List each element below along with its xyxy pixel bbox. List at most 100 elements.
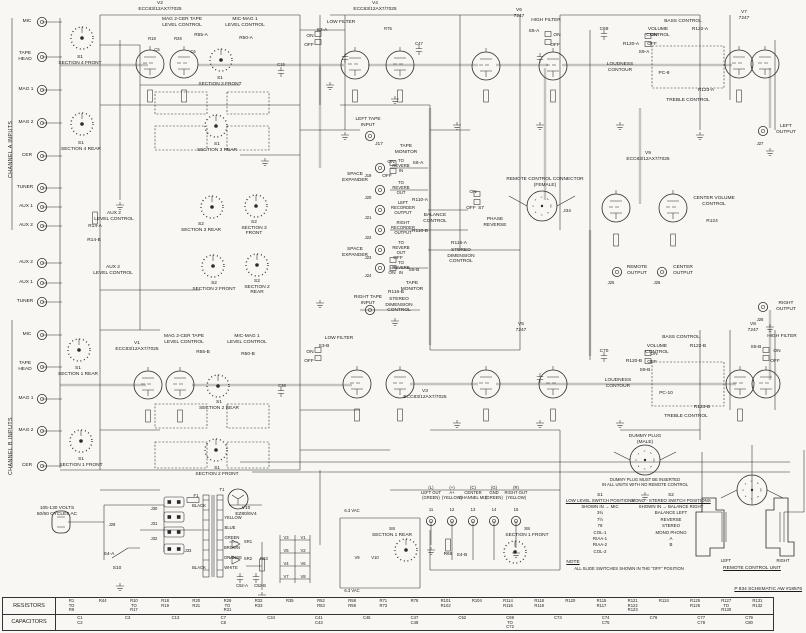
s2-table-subtitle: MONO - STEREO SWITCH POSITIONS [631, 498, 711, 503]
switch-position-row: RIAA-2 [592, 542, 608, 548]
jack-label-tapehead-b: TAPE HEAD [18, 361, 32, 372]
component-value-cell: R35 [285, 598, 294, 603]
ref-c36: C36 [278, 383, 286, 388]
ref-j26: J26 [653, 280, 661, 285]
component-value-cell: R120 [565, 598, 576, 603]
channel-b-inputs-label: CHANNEL B INPUTS [8, 417, 14, 475]
component-value-cell: C13 [171, 615, 180, 620]
rectifier-tube-v10 [227, 488, 249, 510]
component-value-cell: R131 R132 [752, 598, 763, 608]
tube-v9-label: V9 ECC83/12AX7/7025 [626, 151, 670, 162]
treble-control-a-label: TREBLE CONTROL [666, 98, 710, 103]
space-expander-2-label: SPACE EXPANDER [341, 247, 369, 258]
component-value-cell: C77 C78 [697, 615, 706, 625]
switch-s1-sec1-rear-label: S1 SECTION 1 REAR [58, 366, 98, 377]
switch-position-row: STEREO [661, 523, 681, 529]
component-value-cell: R10 TO R17 [130, 598, 138, 613]
dummy-plug-note: DUMMY PLUG MUST BE INSERTED IN ALL UNITS… [601, 477, 689, 487]
switch-s2-sec3-front-label: S2 SECTION 3 FRONT [241, 220, 267, 237]
tm-b-off: OFF [393, 256, 403, 261]
note-text: ALL SLIDE SWITCHES SHOWN IN THE "OFF" PO… [574, 566, 684, 571]
switch-position-row: BALANCE LEFT [654, 510, 688, 516]
resistors-row-header: RESISTORS [3, 598, 56, 614]
heater-v3: V3 [283, 535, 289, 540]
right-output-label: RIGHT OUTPUT [776, 301, 796, 312]
loudness-contour-a-label: LOUDNESS CONTOUR [606, 62, 634, 73]
component-value-cell: R52 R53 [317, 598, 325, 608]
ref-r116a: R116-A [451, 241, 467, 246]
ref-r50b: R50-B [241, 352, 255, 357]
signal-path-highlight [60, 63, 772, 387]
component-value-cell: C52 [458, 615, 467, 620]
ref-r110a: R110-A [412, 198, 428, 203]
terminal-11: 11 [428, 507, 434, 512]
switch-position-row: 78 [597, 523, 603, 529]
ref-s6b: S6-B [408, 268, 420, 273]
ref-pc10: PC-10 [659, 391, 673, 396]
component-value-cell: C1 C2 [77, 615, 83, 625]
ref-t1: T1 [219, 487, 225, 492]
jack-label-mag2-b: MAG 2 [18, 428, 34, 433]
stereo-dimension-b-label: STEREO DIMENSION CONTROL [385, 297, 413, 314]
ref-j28: J28 [756, 317, 764, 322]
low-filter-b-label: LOW FILTER [324, 336, 354, 341]
ref-r124: R124 [706, 219, 718, 224]
lf-b-on: ON [306, 350, 314, 355]
component-value-cell: R114 R116 [503, 598, 513, 608]
jack-label-aux1-a: AUX 1 [19, 204, 33, 209]
component-value-cell: C76 [649, 615, 658, 620]
switch-s2-sec2-rear-label: S2 SECTION 2 REAR [244, 279, 270, 296]
tube-v5-label: V5 7247 [515, 322, 527, 333]
wire-yellow: YELLOW [224, 515, 242, 520]
ref-r55b: R55-B [196, 350, 210, 355]
schematic-title: P 834 SCHEMATIC AW #18576 [734, 587, 802, 592]
power-line-label: 105-130 VOLTS 50/60 CYCLES AC [36, 506, 78, 517]
right-tape-input-label: RIGHT TAPE INPUT [353, 295, 383, 306]
mag2-cer-level-a-label: MAG 2-CER TAPE LEVEL CONTROL [161, 17, 203, 28]
center-volume-label: CENTER VOLUME CONTROL [693, 196, 735, 207]
ref-r123b: R123-B [693, 405, 711, 410]
tm-b-on: ON [388, 271, 396, 276]
ref-r18: R18 [148, 36, 156, 41]
capacitors-row-header: CAPACITORS [3, 615, 56, 630]
treble-control-b-label: TREBLE CONTROL [664, 414, 708, 419]
ref-s6a: S6-A [412, 161, 424, 166]
jack-right-recorder-output: RIGHT RECORDER OUTPUT [391, 220, 415, 235]
wire-white: WHITE [224, 565, 238, 570]
component-value-cell: R125 R126 [690, 598, 701, 608]
component-value-cell: R1 TO R9 [68, 598, 75, 613]
remote-control-unit [695, 445, 805, 557]
loudness-contour-b-label: LOUDNESS CONTOUR [604, 378, 632, 389]
space-expander-1-label: SPACE EXPANDER [341, 172, 369, 183]
heater-v4: V4 [283, 561, 289, 566]
component-value-cell: R58 R59 [348, 598, 356, 608]
lc-b-on: ON [650, 352, 658, 357]
pr-on: ON [469, 190, 477, 195]
switch-position-row: MONO PHONO [655, 529, 687, 535]
ref-r66: R66 [443, 552, 453, 557]
ref-sr2: SR2 [243, 556, 253, 561]
ref-s9b: S9-B [639, 368, 651, 373]
component-value-cell: C73 [554, 615, 562, 620]
remote-unit-left-label: LEFT [720, 558, 732, 563]
ref-j22: J22 [364, 235, 372, 240]
jack-label-tapehead-a: TAPE HEAD [18, 51, 32, 62]
jack-to-reverb-out-2: TO REVERB OUT [392, 240, 410, 255]
heater-v1: V1 [300, 535, 306, 540]
ref-s5b: S5-B [750, 345, 762, 350]
jack-label-mic-a: MIC [22, 19, 32, 24]
jack-left-recorder-output: LEFT RECORDER OUTPUT [391, 200, 415, 215]
remote-unit-label: REMOTE CONTROL UNIT [723, 566, 781, 571]
tube-v2-label: V2 ECC83/12AX7/7025 [138, 1, 182, 12]
bass-control-a-label: BASS CONTROL [664, 19, 702, 24]
hf-b-off: OFF [770, 359, 780, 364]
switch-position-row: 7½ [596, 516, 604, 522]
bass-control-b-label: BASS CONTROL [662, 335, 700, 340]
terminal-15: 15 [513, 507, 519, 512]
lf-b-off: OFF [304, 359, 314, 364]
aux2-level-b-label: AUX 2 LEVEL CONTROL [93, 265, 133, 276]
ref-s7: S7 [478, 206, 484, 211]
